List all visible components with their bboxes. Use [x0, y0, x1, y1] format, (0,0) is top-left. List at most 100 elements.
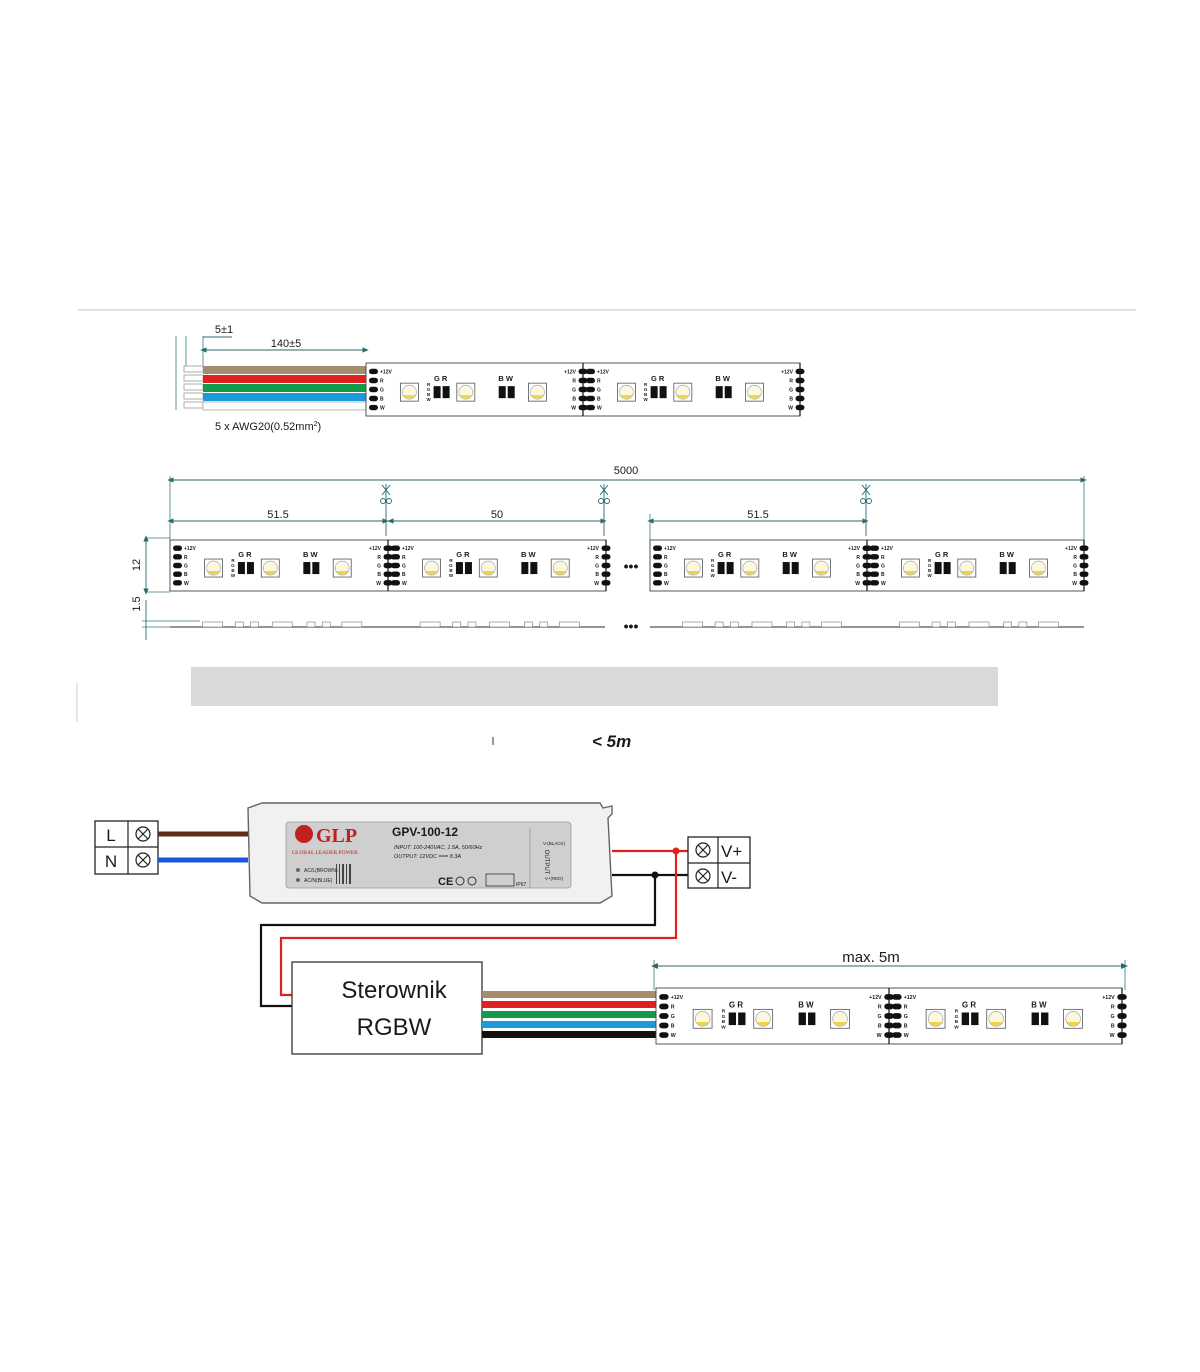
- solder-pad: [653, 545, 662, 551]
- pad-label: R: [402, 555, 406, 561]
- chip-vertical-label: G: [231, 563, 235, 568]
- pad-label: B: [671, 1024, 675, 1030]
- pad-label: R: [789, 378, 793, 384]
- psu-brand-sub: GLOBAL LEADER POWER: [292, 850, 358, 856]
- solder-pad: [586, 404, 595, 411]
- chip-vertical-label: R: [231, 558, 235, 563]
- ellipsis-profile: •••: [624, 618, 639, 634]
- pad-label: W: [1072, 581, 1077, 587]
- solder-pad: [862, 554, 872, 560]
- chip-vertical-label: G: [955, 1014, 959, 1020]
- resistor: [237, 562, 245, 575]
- resistor: [715, 386, 723, 399]
- resistor: [659, 386, 667, 399]
- resistor: [303, 562, 311, 575]
- solder-pad: [795, 395, 805, 402]
- solder-pad: [653, 554, 662, 560]
- pad-label: W: [402, 581, 407, 587]
- solder-pad: [653, 580, 662, 586]
- solder-pad: [862, 571, 872, 577]
- solder-pad: [870, 580, 879, 586]
- pad-label: +12V: [881, 546, 893, 552]
- gray-band: [191, 667, 998, 706]
- psu-ip: IP67: [516, 882, 527, 888]
- resistor: [433, 386, 441, 399]
- resistor: [961, 1012, 970, 1026]
- pad-label: R: [184, 555, 188, 561]
- pad-label: W: [376, 581, 381, 587]
- pad-label: W: [877, 1033, 882, 1039]
- pad-label: R: [856, 555, 860, 561]
- pad-label: B: [881, 572, 885, 578]
- solder-pad: [870, 545, 879, 551]
- psu-ac-l: AC/L(BROWN): [304, 868, 338, 874]
- pad-label: W: [664, 581, 669, 587]
- chip-label: B W: [782, 550, 798, 559]
- ellipsis-top: •••: [624, 558, 639, 574]
- pad-label: G: [595, 564, 599, 570]
- chip-vertical-label: G: [427, 387, 431, 392]
- chip-vertical-label: B: [722, 1019, 726, 1025]
- psu-output: OUTPUT: 12VDC === 8.3A: [394, 854, 461, 860]
- pad-label: R: [380, 378, 384, 384]
- resistor: [943, 562, 951, 575]
- resistor: [999, 562, 1007, 575]
- pad-label: G: [671, 1014, 675, 1020]
- chip-vertical-label: G: [928, 563, 932, 568]
- solder-pad: [884, 1022, 894, 1029]
- output-terminal: V+ V-: [687, 836, 751, 889]
- psu-v-pos: V+(RED): [545, 876, 564, 881]
- chip-vertical-label: B: [928, 568, 932, 573]
- solder-pad: [383, 554, 393, 560]
- chip-vertical-label: W: [643, 397, 648, 402]
- chip-vertical-label: B: [711, 568, 715, 573]
- chip-vertical-label: B: [644, 392, 648, 397]
- pad-label: +12V: [869, 995, 882, 1001]
- solder-pad: [1079, 580, 1089, 586]
- distance-label: < 5m: [592, 732, 631, 751]
- chip-label: G R: [434, 374, 448, 383]
- chip-vertical-label: R: [644, 382, 648, 387]
- chip-vertical-label: G: [711, 563, 715, 568]
- pad-label: G: [402, 564, 406, 570]
- pad-label: +12V: [671, 995, 684, 1001]
- controller-line2: RGBW: [357, 1014, 432, 1041]
- resistor: [791, 562, 799, 575]
- pad-label: G: [881, 564, 885, 570]
- wire-blue: [203, 393, 369, 401]
- solder-pad: [862, 545, 872, 551]
- pad-label: B: [904, 1024, 908, 1030]
- pad-label: +12V: [380, 369, 392, 375]
- pad-label: R: [664, 555, 668, 561]
- resistor: [650, 386, 658, 399]
- solder-pad: [884, 1013, 894, 1019]
- chip-label: B W: [999, 550, 1015, 559]
- pad-label: +12V: [848, 546, 860, 552]
- mains-terminal: L N: [94, 820, 159, 875]
- solder-pad: [884, 1003, 894, 1010]
- solder-pad: [892, 1013, 902, 1019]
- solder-pad: [884, 994, 894, 1000]
- solder-pad: [578, 404, 588, 411]
- pad-label: G: [664, 564, 668, 570]
- solder-pad: [862, 580, 872, 586]
- chip-label: B W: [715, 374, 731, 383]
- solder-pad: [383, 580, 393, 586]
- chip-label: G R: [718, 550, 732, 559]
- pad-label: +12V: [597, 369, 609, 375]
- solder-pad: [369, 386, 378, 393]
- solder-pad: [892, 1022, 902, 1029]
- pad-label: B: [377, 572, 381, 578]
- pad-label: W: [671, 1033, 676, 1039]
- wire-red: [203, 375, 369, 383]
- solder-pad: [795, 377, 805, 384]
- chip-vertical-label: R: [955, 1009, 959, 1015]
- chip-label: B W: [798, 1000, 814, 1009]
- thickness-label: 1.5: [131, 596, 143, 611]
- pad-label: G: [904, 1014, 908, 1020]
- pad-label: R: [572, 378, 576, 384]
- psu-ac-n: AC/N(BLUE): [304, 878, 333, 884]
- wire-white: [202, 401, 370, 411]
- solder-pad: [1117, 994, 1127, 1000]
